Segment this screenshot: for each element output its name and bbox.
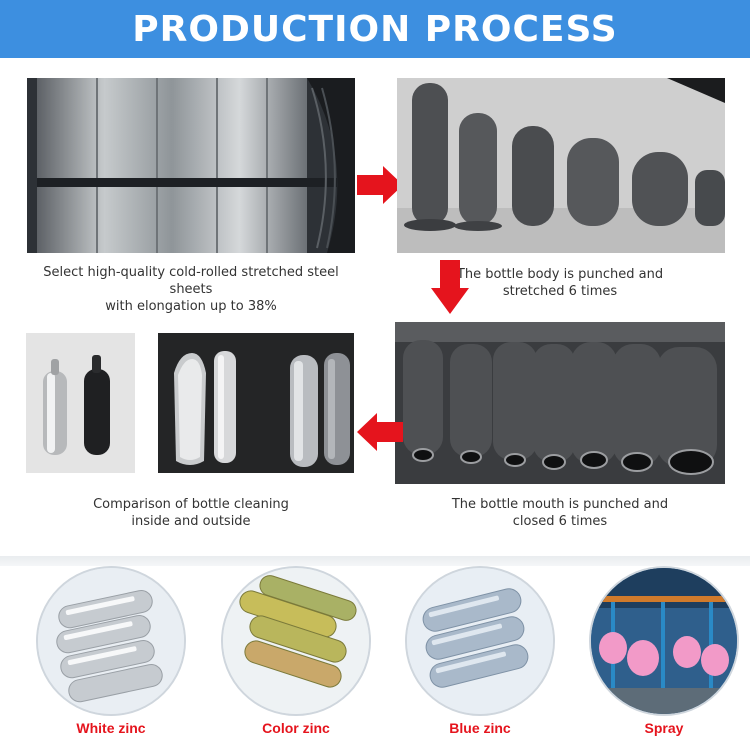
- page-title: PRODUCTION PROCESS: [132, 8, 618, 50]
- bottle-mouth-caption-line2: closed 6 times: [512, 514, 608, 529]
- steel-caption-line1: Select high-quality cold-rolled stretche…: [43, 265, 339, 297]
- white-zinc-label: White zinc: [76, 720, 146, 736]
- steel-caption: Select high-quality cold-rolled stretche…: [20, 264, 362, 315]
- color-zinc-label: Color zinc: [262, 720, 330, 736]
- bottle-body-caption-line2: stretched 6 times: [502, 284, 618, 299]
- arrow-down-icon: [431, 260, 469, 314]
- header-banner: PRODUCTION PROCESS: [0, 0, 750, 58]
- bottle-cleaning-photo: [158, 333, 354, 473]
- bottle-body-caption-line1: The bottle body is punched and: [456, 267, 664, 282]
- spray-photo: [589, 566, 739, 716]
- blue-zinc-photo: [405, 566, 555, 716]
- bottle-compare-photo: [26, 333, 135, 473]
- arrow-right-icon: [357, 166, 403, 204]
- white-zinc-photo: [36, 566, 186, 716]
- section-divider: [0, 556, 750, 566]
- steel-coil-photo: [27, 78, 355, 253]
- spray-label: Spray: [644, 720, 684, 736]
- cleaning-caption-line1: Comparison of bottle cleaning: [93, 497, 289, 512]
- bottle-mouth-caption: The bottle mouth is punched and closed 6…: [410, 496, 710, 530]
- color-zinc-photo: [221, 566, 371, 716]
- bottle-mouth-photo: [395, 322, 725, 484]
- arrow-left-icon: [357, 413, 403, 451]
- blue-zinc-label: Blue zinc: [449, 720, 511, 736]
- bottle-body-photo: [397, 78, 725, 253]
- steel-caption-line2: with elongation up to 38%: [105, 299, 277, 314]
- bottle-mouth-caption-line1: The bottle mouth is punched and: [451, 497, 669, 512]
- cleaning-caption-line2: inside and outside: [131, 514, 251, 529]
- cleaning-caption: Comparison of bottle cleaning inside and…: [60, 496, 322, 530]
- bottle-body-caption: The bottle body is punched and stretched…: [410, 266, 710, 300]
